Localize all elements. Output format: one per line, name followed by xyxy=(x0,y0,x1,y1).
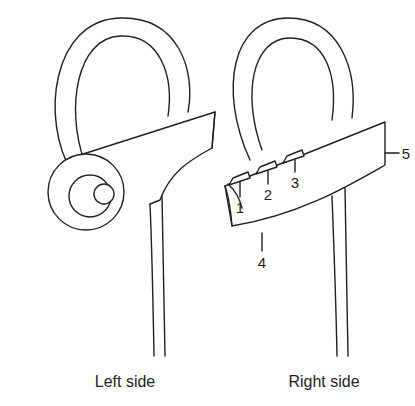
leader-line xyxy=(385,152,399,153)
callout-number: 2 xyxy=(264,187,272,202)
callout-number: 5 xyxy=(402,146,410,161)
leader-line xyxy=(239,182,240,197)
leader-line xyxy=(261,233,262,251)
side-caption: Left side xyxy=(95,374,155,390)
side-caption: Right side xyxy=(288,374,359,390)
right-earphone xyxy=(225,18,399,356)
callout-number: 3 xyxy=(291,175,299,190)
callout-number: 1 xyxy=(236,200,244,215)
leader-line xyxy=(294,160,295,172)
left-earphone xyxy=(48,18,215,356)
callout-number: 4 xyxy=(258,255,266,270)
leader-line xyxy=(267,171,268,184)
